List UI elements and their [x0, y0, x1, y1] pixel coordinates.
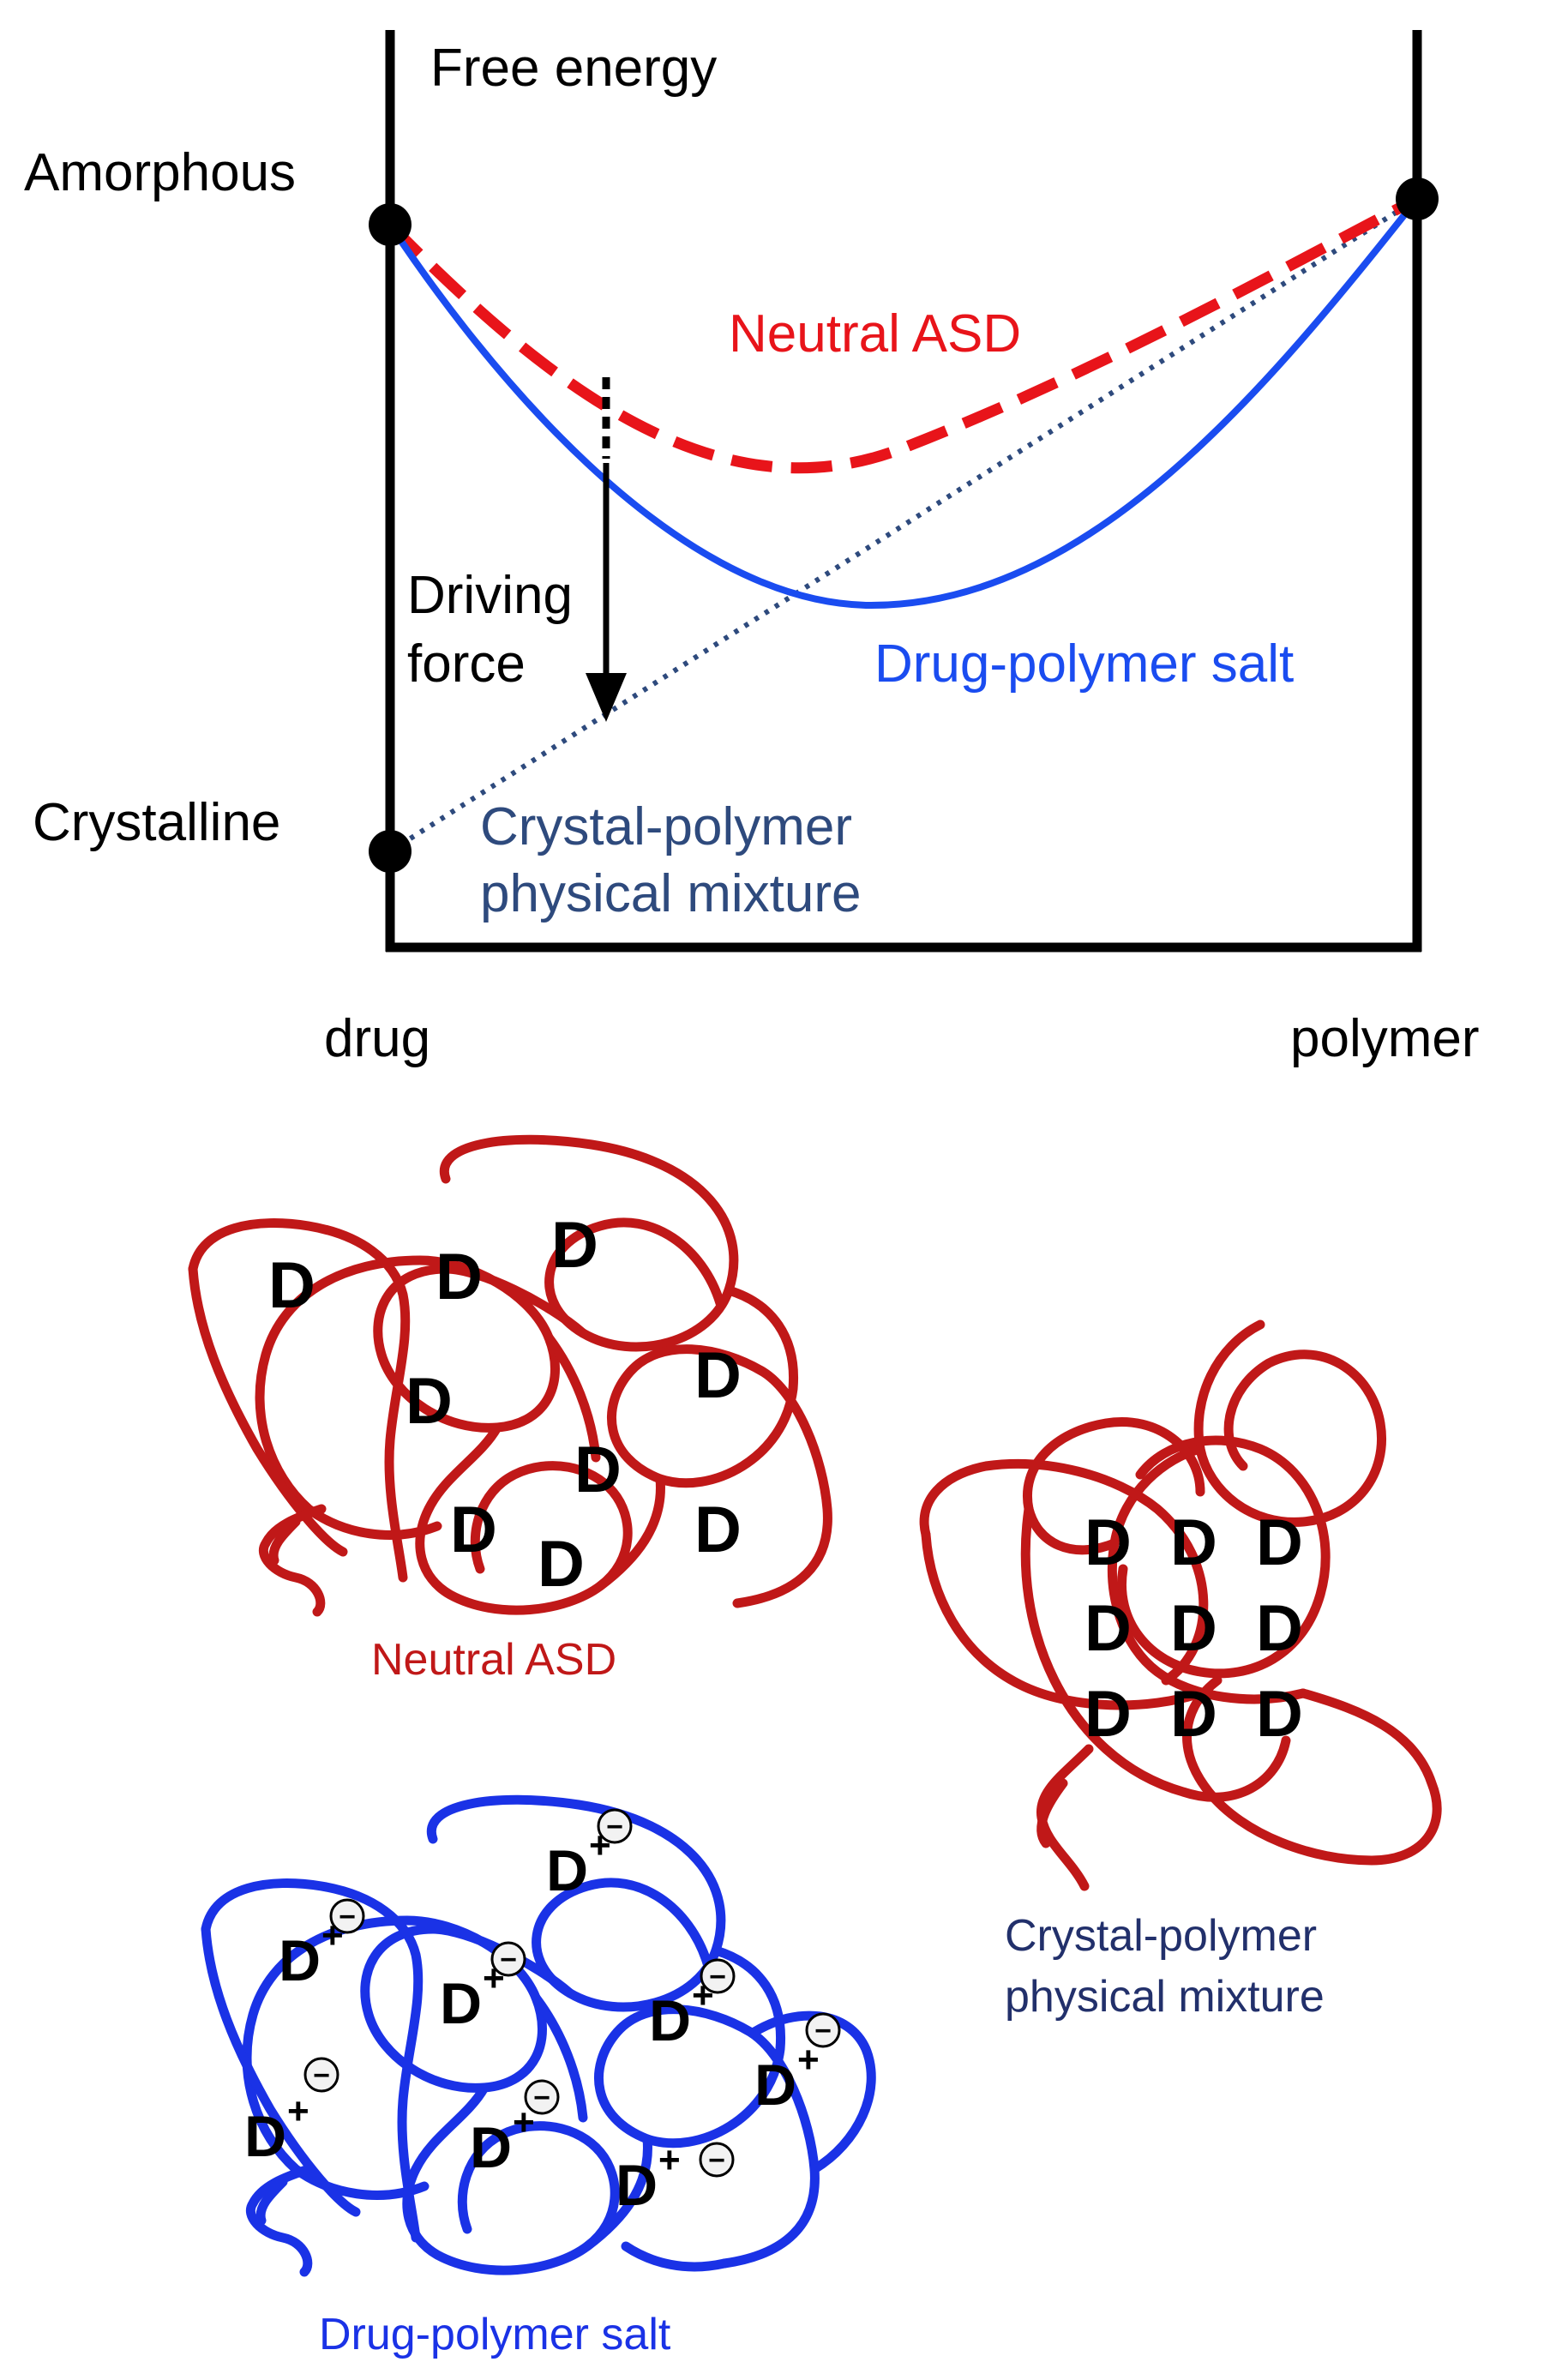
anion-sign: − — [533, 2082, 550, 2114]
drug-molecule: D — [1256, 1678, 1303, 1751]
salt-caption: Drug-polymer salt — [319, 2310, 671, 2359]
drug-cation: D — [244, 2104, 286, 2169]
drug-molecule: D — [406, 1365, 453, 1438]
anion-icon — [490, 1941, 526, 1977]
mixture-caption-line1: Crystal-polymer — [1005, 1911, 1317, 1961]
anion-icon — [524, 2079, 560, 2115]
crystalline-drug-dot — [369, 830, 412, 873]
anion-icon — [699, 2142, 735, 2178]
salt-curve — [387, 196, 1421, 610]
neutral-asd-illustration: D D D D D D D D D Neutral ASD — [188, 1134, 832, 1685]
drug-molecule: D — [538, 1528, 585, 1601]
anion-icon — [329, 1898, 365, 1934]
arrow-head-icon — [586, 673, 627, 722]
anion-sign: − — [339, 1901, 356, 1933]
drug-cation-pair: D + − — [279, 1898, 365, 1993]
crystal-mixture-illustration: D D D D D D D D D Crystal-polymer physic… — [919, 1319, 1442, 2022]
anion-sign: − — [606, 1811, 623, 1843]
y-axis-title: Free energy — [430, 39, 717, 98]
drug-molecule: D — [1256, 1592, 1303, 1665]
x-left-label: drug — [324, 1009, 430, 1068]
drug-cation-pair: D + − — [649, 1958, 736, 2053]
cation-sign: + — [658, 2139, 681, 2181]
polymer-chain-red-mixture — [919, 1319, 1442, 1891]
drug-molecule: D — [694, 1494, 742, 1566]
polymer-dot — [1396, 177, 1439, 220]
anion-sign: − — [313, 2059, 330, 2092]
salt-illustration: D + − D + − D + − D + − — [201, 1794, 876, 2359]
drug-molecule: D — [436, 1241, 483, 1313]
driving-force-label-line2: force — [407, 634, 526, 694]
anion-icon — [303, 2057, 339, 2093]
drug-molecule: D — [551, 1209, 598, 1282]
drug-cation-pair: D + − — [244, 2057, 339, 2169]
polymer-chain-red — [188, 1134, 832, 1617]
anion-sign: − — [708, 2144, 725, 2177]
polymer-chain-blue — [201, 1794, 876, 2277]
anion-sign: − — [814, 2015, 832, 2047]
anion-icon — [805, 2012, 841, 2048]
cation-sign: + — [287, 2090, 309, 2132]
drug-cation-pair: D + − — [754, 2012, 841, 2118]
drug-molecule: D — [694, 1339, 742, 1412]
drug-molecule: D — [450, 1494, 497, 1566]
mixture-caption-line2: physical mixture — [1005, 1972, 1325, 2022]
anion-sign: − — [500, 1944, 517, 1976]
drug-cation: D — [279, 1928, 321, 1993]
drug-cation: D — [440, 1971, 482, 2036]
drug-cation-pair: D + − — [546, 1808, 633, 1903]
drug-molecule: D — [574, 1433, 622, 1506]
drug-cation-pair: D + − — [470, 2079, 560, 2180]
drug-molecule: D — [1256, 1506, 1303, 1579]
drug-molecule: D — [1084, 1506, 1132, 1579]
drug-molecule: D — [1084, 1592, 1132, 1665]
drug-cations-salt: D + − D + − D + − D + − — [244, 1808, 841, 2218]
anion-sign: − — [709, 1961, 726, 1993]
x-right-label: polymer — [1290, 1009, 1480, 1068]
drug-cation-pair: D + − — [616, 2139, 735, 2218]
drug-cation: D — [470, 2115, 512, 2180]
neutral-asd-label: Neutral ASD — [729, 304, 1021, 364]
mixture-label-line2: physical mixture — [480, 864, 861, 923]
crystalline-label: Crystalline — [33, 793, 280, 852]
driving-force-label-line1: Driving — [407, 566, 573, 625]
amorphous-drug-dot — [369, 203, 412, 246]
neutral-asd-curve — [386, 194, 1420, 474]
amorphous-label: Amorphous — [24, 143, 296, 202]
drug-cation: D — [649, 1988, 691, 2053]
free-energy-plot: Free energy Amorphous Crystalline drug p… — [24, 30, 1480, 1068]
anion-icon — [700, 1958, 736, 1994]
drug-cation: D — [616, 2153, 658, 2218]
neutral-asd-caption: Neutral ASD — [371, 1635, 616, 1685]
drug-cation: D — [546, 1838, 588, 1903]
mixture-line — [388, 196, 1419, 854]
drug-cation: D — [754, 2052, 796, 2118]
drug-molecule: D — [1084, 1678, 1132, 1751]
drug-molecules-neutral: D D D D D D D D D — [268, 1209, 742, 1601]
drug-crystal-grid: D D D D D D D D D — [1084, 1506, 1303, 1751]
drug-cation-pair: D + − — [440, 1941, 526, 2036]
drug-molecule: D — [1170, 1678, 1217, 1751]
drug-molecule: D — [1170, 1506, 1217, 1579]
anion-icon — [597, 1808, 633, 1844]
mixture-label-line1: Crystal-polymer — [480, 797, 852, 856]
drug-molecule: D — [1170, 1592, 1217, 1665]
salt-curve-label: Drug-polymer salt — [874, 634, 1294, 694]
drug-molecule: D — [268, 1249, 315, 1322]
